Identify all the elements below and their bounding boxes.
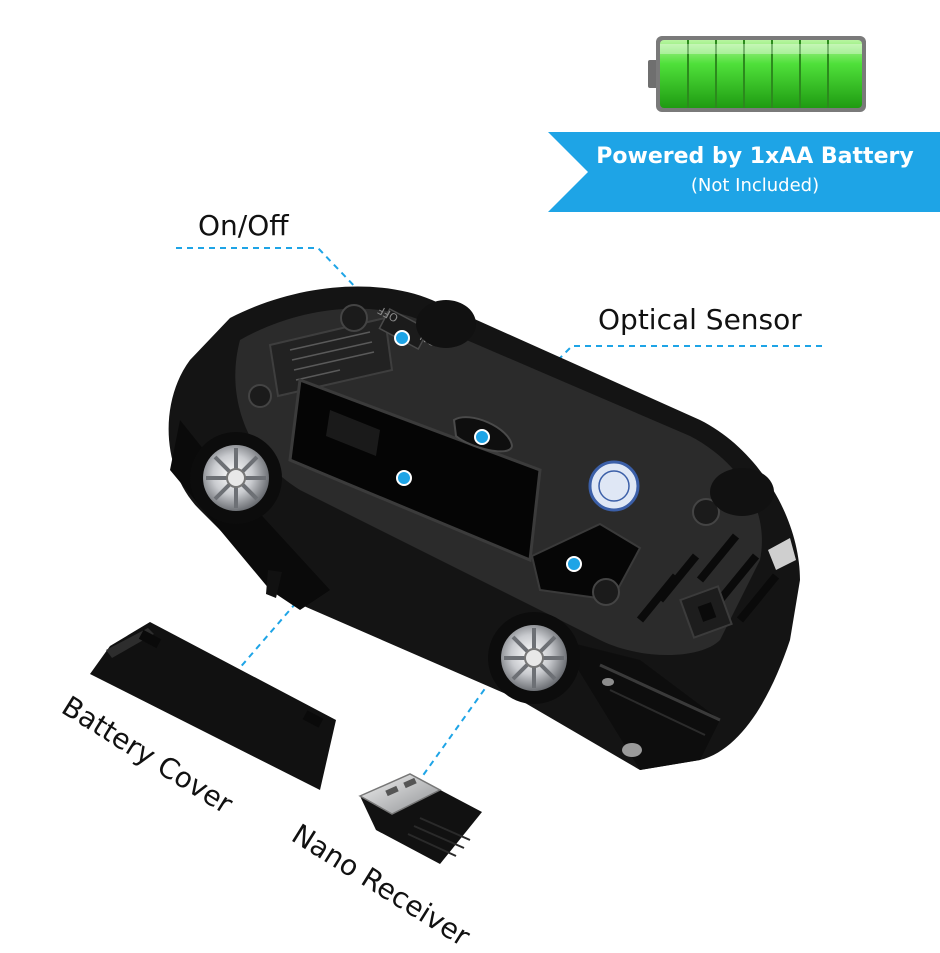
banner-ribbon: [548, 132, 940, 212]
rear-wheel: [190, 432, 282, 524]
nano-receiver-part: [358, 773, 482, 864]
front-wheel: [488, 612, 580, 704]
battery-full-icon: [648, 36, 866, 112]
banner-title: Powered by 1xAA Battery: [596, 144, 914, 169]
battery-cover-part: [90, 622, 336, 790]
car-shaped-wireless-mouse-icon: OFF ON: [168, 286, 801, 770]
on-off-label: On/Off: [198, 209, 289, 242]
banner-subtitle: (Not Included): [690, 175, 820, 196]
callout-markers: [394, 330, 582, 572]
optical-sensor-label: Optical Sensor: [598, 303, 802, 336]
